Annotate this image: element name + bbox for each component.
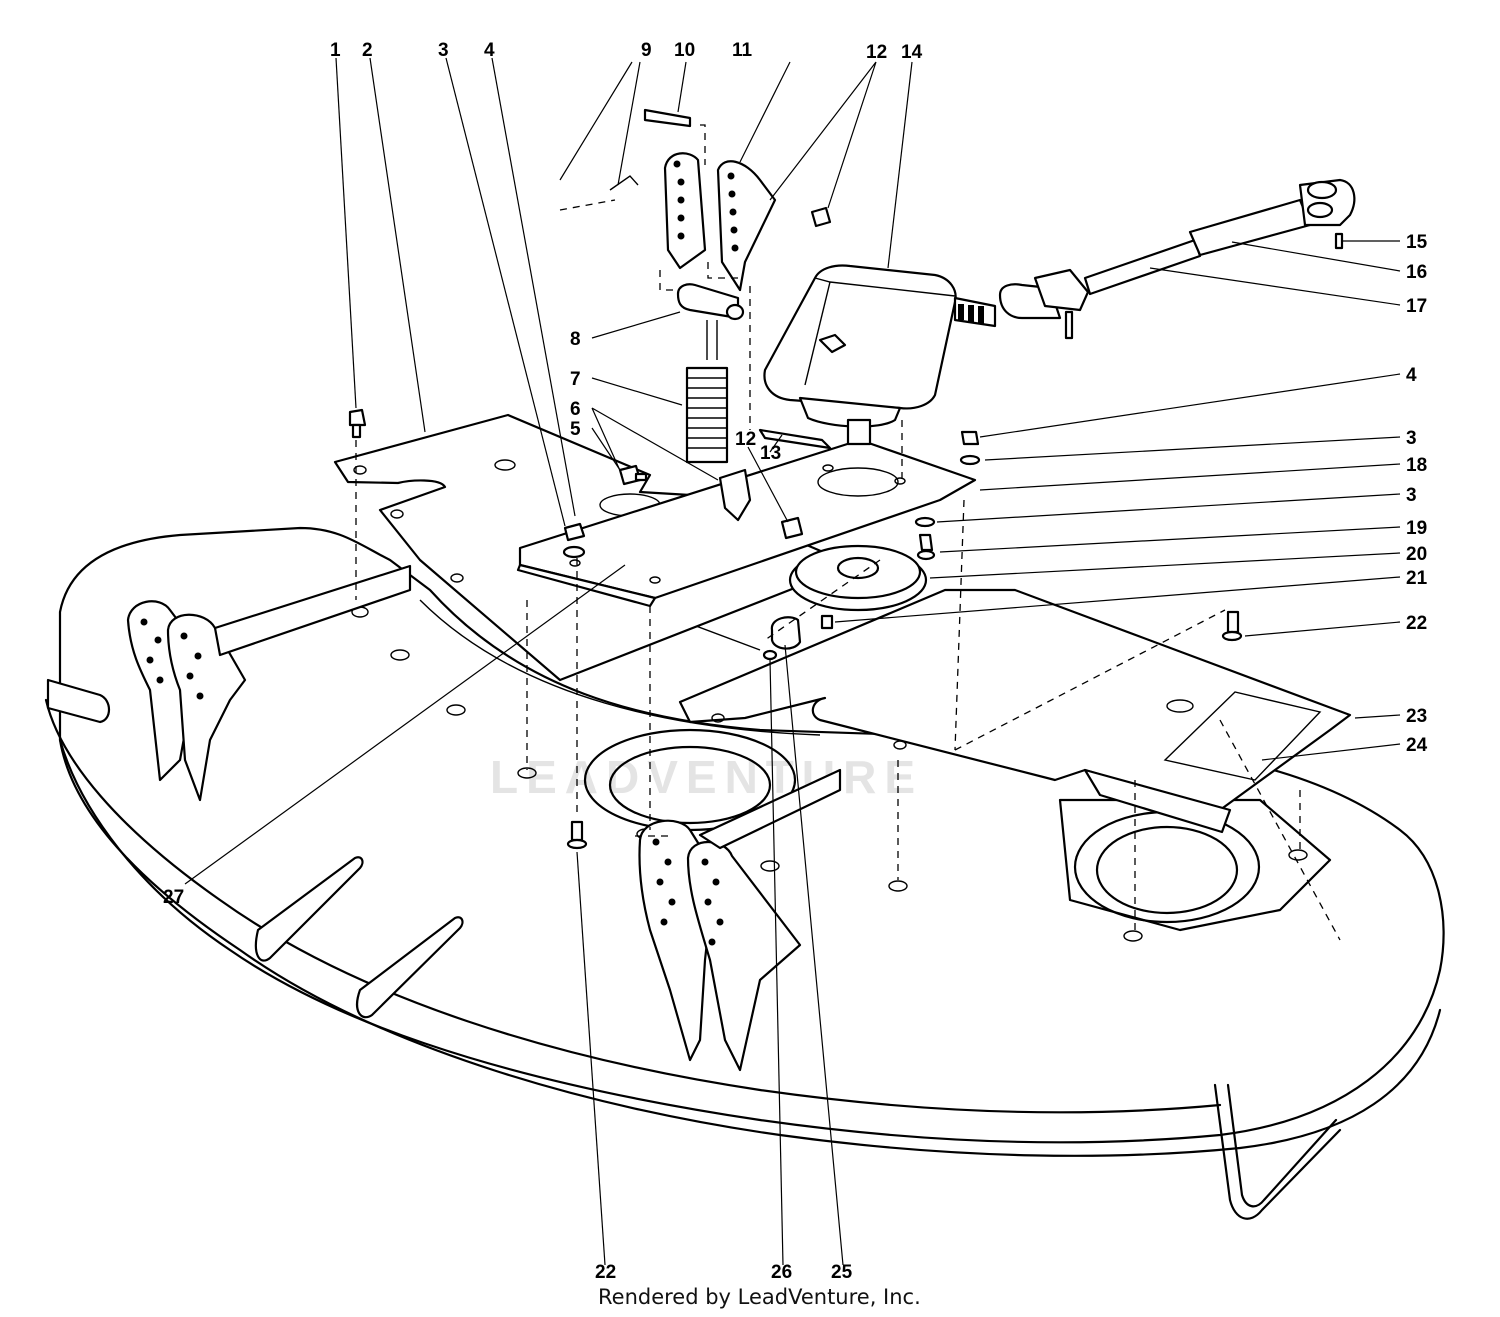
callout-9: 9 — [641, 40, 652, 61]
driveshaft-assembly — [998, 178, 1356, 340]
callout-25: 25 — [831, 1262, 853, 1283]
callout-10: 10 — [674, 40, 695, 61]
callout-3-right-a: 3 — [1406, 428, 1417, 449]
callout-22-bottom: 22 — [595, 1262, 616, 1283]
callout-18: 18 — [1406, 455, 1427, 476]
gearbox — [763, 264, 997, 446]
credit-text: Rendered by LeadVenture, Inc. — [598, 1285, 921, 1309]
callout-19: 19 — [1406, 518, 1427, 539]
callout-23: 23 — [1406, 706, 1427, 727]
callout-12-middle: 12 — [735, 429, 756, 450]
fasteners — [348, 206, 1243, 850]
callout-8: 8 — [570, 329, 581, 350]
lift-arm-assembly — [609, 108, 832, 522]
watermark-text: LEADVENTURE — [490, 751, 923, 803]
callout-27: 27 — [163, 887, 184, 908]
callout-20: 20 — [1406, 544, 1427, 565]
leader-lines — [184, 57, 1401, 1266]
spindle-pulley — [788, 544, 928, 612]
callout-6: 6 — [570, 399, 581, 420]
callout-3-right-b: 3 — [1406, 485, 1417, 506]
callout-7: 7 — [570, 369, 581, 390]
callout-26: 26 — [771, 1262, 792, 1283]
callout-16: 16 — [1406, 262, 1427, 283]
callout-5: 5 — [570, 419, 581, 440]
rear-roller-guard — [1213, 1083, 1342, 1220]
callout-14: 14 — [901, 42, 923, 63]
front-tabs — [254, 856, 464, 1019]
callout-21: 21 — [1406, 568, 1428, 589]
front-left-hanger-brackets — [46, 564, 412, 802]
front-center-hanger-brackets — [638, 768, 842, 1072]
callout-3-top: 3 — [438, 40, 449, 61]
callout-12-top: 12 — [866, 42, 887, 63]
callout-4-right: 4 — [1406, 365, 1417, 386]
assembly-dashed-lines — [355, 124, 1341, 941]
callout-13: 13 — [760, 443, 781, 464]
callout-2: 2 — [362, 40, 373, 61]
callout-17: 17 — [1406, 296, 1427, 317]
callout-labels: 1 2 3 4 9 10 11 12 14 15 16 17 4 3 18 3 … — [163, 40, 1428, 1283]
belt-guard — [678, 588, 1352, 834]
callout-15: 15 — [1406, 232, 1428, 253]
callout-11: 11 — [732, 40, 753, 61]
callout-1: 1 — [330, 40, 341, 61]
callout-24: 24 — [1406, 735, 1428, 756]
callout-4-top: 4 — [484, 40, 495, 61]
callout-22-right: 22 — [1406, 613, 1427, 634]
